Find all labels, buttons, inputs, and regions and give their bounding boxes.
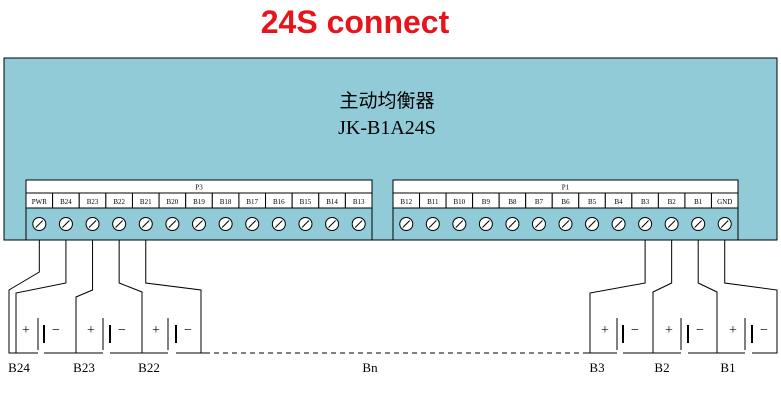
plus-sign: + (665, 323, 673, 338)
cell-label-middle: Bn (362, 360, 378, 375)
pin-label-cell (710, 192, 739, 209)
connector-label-p3: P3 (195, 184, 203, 192)
screw-slot (35, 220, 44, 228)
screw-slot (508, 220, 517, 228)
pin-label: B14 (326, 198, 338, 206)
pin-label: B16 (273, 198, 285, 206)
screw-slot (115, 220, 124, 228)
screw-slot (667, 220, 676, 228)
plus-sign: + (152, 323, 160, 338)
minus-sign: − (760, 323, 768, 338)
device-name: 主动均衡器 (339, 90, 434, 112)
pin-label: B3 (641, 198, 650, 206)
screw-slot (694, 220, 703, 228)
screw-slot (588, 220, 596, 228)
pin-label: GND (717, 198, 732, 206)
pin-label: PWR (32, 198, 48, 206)
screw-slot (402, 220, 411, 228)
pin-label: B1 (694, 198, 703, 206)
cell-label-left: B22 (138, 360, 160, 375)
plus-sign: + (729, 323, 737, 338)
cell-label-right: B2 (654, 360, 669, 375)
screw-slot (482, 220, 490, 228)
wire-b24 (15, 240, 67, 353)
minus-sign: − (52, 323, 60, 338)
pin-label: B7 (535, 198, 544, 206)
screw-slot (168, 220, 177, 228)
pin-label: B2 (668, 198, 677, 206)
minus-sign: − (696, 323, 704, 338)
screw-slot (248, 220, 257, 228)
screw-slot (561, 220, 570, 228)
wire-b2 (652, 240, 673, 353)
pin-label: B19 (193, 198, 205, 206)
pin-label: B21 (140, 198, 152, 206)
minus-sign: − (184, 323, 192, 338)
pin-label: B13 (353, 198, 365, 206)
pin-label: B23 (87, 198, 99, 206)
wire-b24-positive (8, 300, 38, 354)
screw-slot (274, 220, 283, 228)
wire-pwr (8, 240, 40, 300)
wire-b3 (589, 240, 646, 353)
screw-slot (535, 220, 543, 228)
screw-slot (455, 220, 464, 228)
pin-label: B20 (167, 198, 179, 206)
screw-slot (428, 220, 437, 228)
wire-gnd (724, 240, 778, 300)
minus-sign: − (631, 323, 639, 338)
minus-sign: − (118, 323, 126, 338)
pin-label: B8 (508, 198, 517, 206)
screw-slot (354, 220, 363, 228)
pin-label: B6 (561, 198, 570, 206)
screw-slot (62, 220, 70, 228)
wire-b22 (118, 240, 143, 353)
pin-label-cell (344, 192, 373, 209)
screw-slot (720, 220, 729, 228)
pin-label: B15 (300, 198, 312, 206)
pin-label: B17 (246, 198, 258, 206)
pin-label: B5 (588, 198, 597, 206)
diagram-title: 24S connect (260, 4, 450, 40)
cell-label-left: B23 (73, 360, 95, 375)
screw-slot (195, 220, 203, 228)
screw-slot (614, 220, 623, 228)
device-model: JK-B1A24S (338, 117, 436, 139)
screw-slot (88, 220, 97, 228)
plus-sign: + (601, 323, 609, 338)
wire-b23 (75, 240, 94, 353)
wire-b1-negative (752, 300, 778, 354)
screw-slot (641, 220, 649, 228)
plus-sign: + (22, 323, 30, 338)
cell-label-right: B3 (589, 360, 604, 375)
screw-slot (328, 220, 336, 228)
wire-b1 (697, 240, 718, 353)
screw-slot (301, 220, 310, 228)
screw-slot (221, 220, 230, 228)
pin-label: B24 (60, 198, 72, 206)
pin-label: B9 (482, 198, 491, 206)
wire-b21 (145, 240, 202, 353)
pin-label: B11 (427, 198, 439, 206)
connector-label-p1: P1 (562, 184, 570, 192)
pin-label: B10 (454, 198, 466, 206)
pin-label: B4 (614, 198, 623, 206)
cell-label-right: B1 (720, 360, 735, 375)
plus-sign: + (87, 323, 95, 338)
cell-label-left: B24 (8, 360, 30, 375)
pin-label: B12 (400, 198, 412, 206)
screw-slot (141, 220, 150, 228)
pin-label: B22 (113, 198, 125, 206)
pin-label: B18 (220, 198, 232, 206)
